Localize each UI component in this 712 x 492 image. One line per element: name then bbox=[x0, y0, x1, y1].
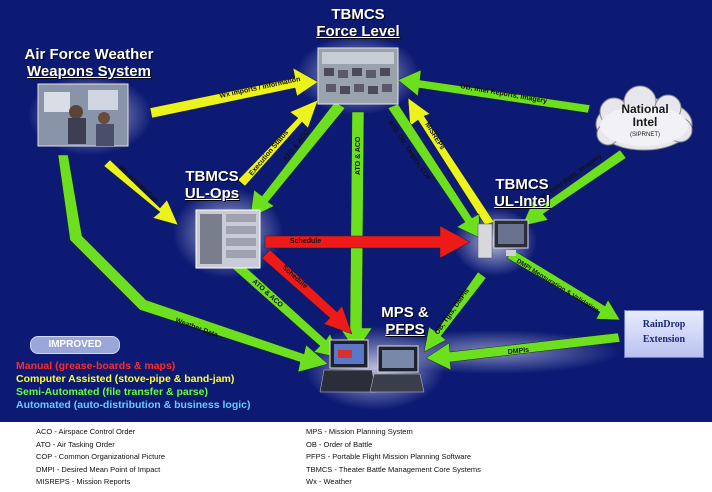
raindrop-line1: RainDrop bbox=[642, 319, 686, 330]
raindrop-extension-box: RainDrop Extension bbox=[624, 310, 704, 358]
force-level-title: TBMCS Force Level bbox=[310, 6, 406, 40]
ul-intel-title: TBMCS UL-Intel bbox=[482, 176, 562, 210]
arrow-layer: Wx imports / information Wx information … bbox=[28, 35, 693, 410]
mps-pfps-title-line1: MPS & bbox=[381, 304, 429, 321]
force-level-title-line2: Force Level bbox=[316, 23, 400, 40]
glossary-aco: ACO - Airspace Control Order bbox=[36, 427, 136, 436]
glossary-wx: Wx - Weather bbox=[306, 477, 352, 486]
ul-ops-title: TBMCS UL-Ops bbox=[172, 168, 252, 202]
mps-laptops-icon bbox=[319, 339, 425, 393]
ato-ob-targets-arrow bbox=[387, 103, 481, 239]
ato-aco-1-arrow bbox=[249, 101, 346, 219]
ul-ops-title-line1: TBMCS bbox=[185, 168, 239, 185]
afww-photo bbox=[37, 83, 129, 147]
national-intel-line2: Intel bbox=[632, 115, 658, 129]
schedule-1-label: Schedule bbox=[290, 238, 321, 245]
ul-ops-server-icon bbox=[195, 209, 261, 269]
dmpis-arrow bbox=[425, 332, 621, 371]
national-intel-cloud-icon bbox=[595, 85, 693, 151]
legend-manual: Manual (grease-boards & maps) bbox=[16, 360, 176, 372]
wx-information-label: Wx information bbox=[117, 164, 159, 204]
national-intel-line1: National bbox=[621, 102, 669, 116]
legend-semi-automated: Semi-Automated (file transfer & parse) bbox=[16, 386, 208, 398]
misreps-label: MISREPs bbox=[423, 121, 445, 151]
legend-automated: Automated (auto-distribution & business … bbox=[16, 399, 251, 411]
legend-computer-assisted: Computer Assisted (stove-pipe & band-jam… bbox=[16, 373, 235, 385]
wx-information-arrow bbox=[103, 159, 179, 226]
ato-aco-2-label: ATO & ACO bbox=[355, 136, 362, 175]
mps-pfps-title: MPS & PFPS bbox=[370, 304, 440, 338]
execution-status-arrow bbox=[237, 99, 319, 187]
mps-pfps-title-line2: PFPS bbox=[385, 321, 425, 338]
dmpi-mensuration-label: DMPI Mensuration & Validation bbox=[515, 258, 600, 315]
glossary-mps: MPS - Mission Planning System bbox=[306, 427, 413, 436]
ul-intel-computer-icon bbox=[477, 219, 529, 259]
glossary-pfps: PFPS - Portable Flight Mission Planning … bbox=[306, 452, 472, 461]
glossary-left: ACO - Airspace Control Order ATO - Air T… bbox=[36, 426, 165, 489]
ato-aco-3-label: ATO & ACO bbox=[251, 278, 285, 309]
afww-title-line1: Air Force Weather bbox=[24, 46, 154, 63]
raindrop-line2: Extension bbox=[642, 334, 686, 345]
force-level-photo bbox=[317, 47, 399, 105]
glossary-cop: COP - Common Organizational Picture bbox=[36, 452, 166, 461]
glossary-ob: OB - Order of Battle bbox=[306, 439, 373, 449]
glossary-dmpi: DMPI - Desired Mean Point of Impact bbox=[36, 464, 161, 474]
national-intel-label: National Intel (SIPRNET) bbox=[600, 103, 690, 142]
glossary-misreps: MISREPS - Mission Reports bbox=[36, 477, 131, 486]
wx-imports-arrow bbox=[149, 67, 319, 119]
diagram-canvas: Wx imports / information Wx information … bbox=[0, 0, 712, 422]
glossary-ato: ATO - Air Tasking Order bbox=[36, 439, 115, 449]
force-level-title-line1: TBMCS bbox=[331, 6, 385, 23]
misreps-arrow bbox=[407, 97, 495, 226]
ul-intel-title-line2: UL-Intel bbox=[494, 193, 550, 210]
ob-intel-rpts-arrow bbox=[521, 149, 627, 227]
dmpi-mensuration-arrow bbox=[506, 249, 621, 321]
schedule-1-arrow bbox=[264, 225, 471, 259]
weather-data-arrow bbox=[57, 154, 329, 373]
ob-tgts-dmpis-arrow bbox=[423, 271, 487, 353]
improved-badge: IMPROVED bbox=[30, 336, 120, 354]
glossary-right: MPS - Mission Planning System OB - Order… bbox=[306, 426, 481, 489]
glossary-tbmcs: TBMCS - Theater Battle Management Core S… bbox=[306, 464, 481, 474]
afww-title-line2: Weapons System bbox=[27, 63, 151, 80]
schedule-2-arrow bbox=[261, 249, 353, 335]
national-intel-sub: (SIPRNET) bbox=[630, 132, 660, 138]
ul-ops-title-line2: UL-Ops bbox=[184, 185, 240, 202]
legend: Manual (grease-boards & maps) Computer A… bbox=[16, 360, 251, 412]
afww-title: Air Force Weather Weapons System bbox=[14, 46, 164, 80]
dmpis-label: DMPIs bbox=[507, 347, 529, 356]
ul-intel-title-line1: TBMCS bbox=[495, 176, 549, 193]
ob-intel-reports-arrow bbox=[397, 69, 591, 114]
